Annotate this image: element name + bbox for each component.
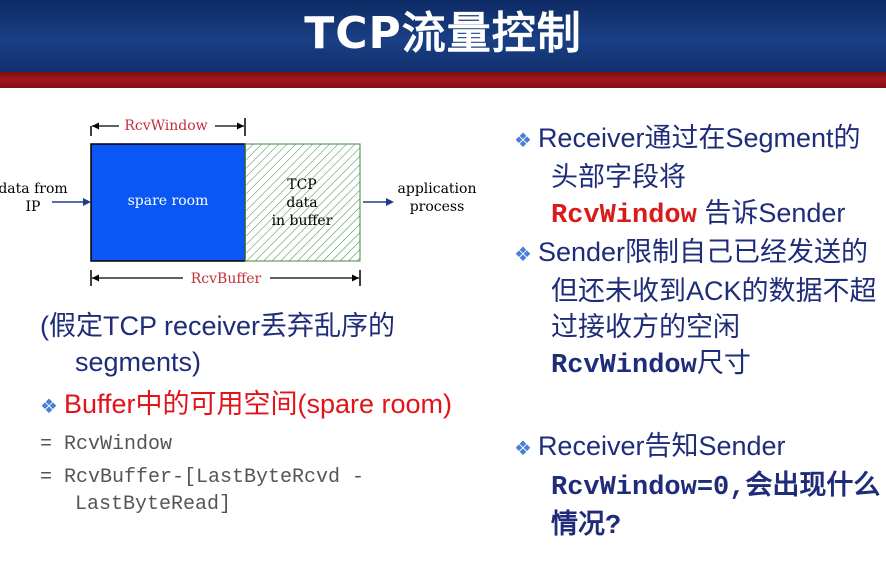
rcvbuffer-label: RcvBuffer: [191, 271, 262, 287]
diamond-bullet-icon: ❖: [514, 244, 532, 266]
bullet-2-text: Sender限制自己已经发送的但还未收到ACK的数据不超过接收方的空闲: [537, 237, 877, 342]
right-column: ❖Receiver通过在Segment的头部字段将 RcvWindow 告诉Se…: [514, 120, 886, 545]
bullet-zero-window-question: ❖Receiver告知Sender RcvWindow=0,会出现什么情况?: [514, 428, 886, 545]
spare-room-block: [90, 143, 246, 262]
slide-title: TCP流量控制: [304, 8, 582, 59]
rcvbuffer-dimension: RcvBuffer: [90, 270, 361, 287]
input-label-line-1: data from: [0, 181, 68, 197]
bullet-receiver-informs: ❖Receiver通过在Segment的头部字段将 RcvWindow 告诉Se…: [514, 120, 886, 234]
rcvwindow-label: RcvWindow: [124, 118, 207, 134]
bullet-1-text: Receiver通过在Segment的头部字段将: [537, 123, 861, 192]
assumption-text: (假定TCP receiver丢弃乱序的segments): [40, 311, 396, 377]
bullet-3-text: Receiver告知Sender: [537, 431, 786, 461]
diamond-bullet-icon: ❖: [514, 438, 532, 460]
formula-line-2: = RcvBuffer-[LastByteRcvd - LastByteRead…: [40, 466, 365, 516]
bullet-1-tail: 告诉Sender: [696, 198, 846, 228]
spare-room-bullet: ❖Buffer中的可用空间(spare room): [40, 386, 460, 425]
bullet-3-tail: ,会出现什么情况?: [551, 473, 881, 542]
output-label-line-2: process: [410, 199, 465, 215]
tcp-data-line-2: data: [286, 195, 317, 211]
bullet-2-code: RcvWindow: [551, 351, 697, 381]
formula-line-1: = RcvWindow: [40, 433, 173, 456]
input-label-line-2: IP: [26, 199, 41, 215]
bullet-3-code: RcvWindow=0: [551, 473, 730, 503]
diamond-bullet-icon: ❖: [40, 396, 58, 418]
spare-room-label: spare room: [128, 193, 209, 209]
output-label-line-1: application: [398, 181, 477, 197]
rcvwindow-dimension: RcvWindow: [90, 118, 246, 136]
tcp-data-line-3: in buffer: [272, 213, 333, 229]
diamond-bullet-icon: ❖: [514, 130, 532, 152]
bullet-1-code: RcvWindow: [551, 201, 697, 231]
bullet-sender-limits: ❖Sender限制自己已经发送的但还未收到ACK的数据不超过接收方的空闲 Rcv…: [514, 234, 886, 384]
spare-room-bullet-text: Buffer中的可用空间(spare room): [63, 389, 453, 419]
tcp-buffer-diagram: RcvWindow spare room TCP data in buffer …: [0, 118, 477, 287]
bullet-2-tail: 尺寸: [696, 348, 751, 378]
tcp-data-line-1: TCP: [287, 177, 316, 193]
left-column: (假定TCP receiver丢弃乱序的segments) ❖Buffer中的可…: [40, 308, 460, 518]
tcp-data-block: [244, 143, 361, 262]
title-accent-bar: [0, 72, 886, 88]
title-bar: TCP流量控制: [0, 0, 886, 72]
